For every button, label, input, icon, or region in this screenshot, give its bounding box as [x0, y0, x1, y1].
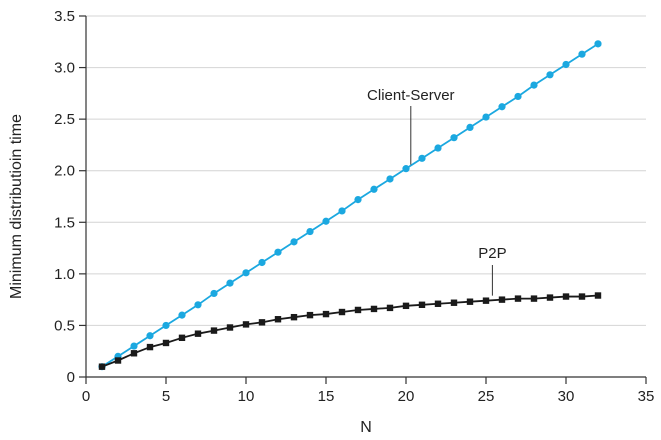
data-point-client-server — [338, 207, 346, 215]
data-point-client-server — [226, 279, 234, 287]
data-point-client-server — [450, 134, 458, 142]
data-point-client-server — [162, 321, 170, 330]
x-tick-label-6: 30 — [558, 388, 575, 405]
data-point-client-server — [482, 113, 490, 121]
x-tick-label-4: 20 — [398, 388, 415, 405]
data-point-client-server — [146, 332, 154, 340]
data-point-client-server — [130, 342, 138, 350]
axes: 0 0.5 1.0 1.5 2.0 2.5 3.0 3.5 0 5 10 15 20 25 30 35 — [54, 8, 654, 405]
data-point-p2p — [514, 295, 522, 302]
data-point-client-server — [370, 185, 378, 193]
data-point-p2p — [242, 321, 250, 328]
y-tick-label-7: 3.5 — [54, 8, 75, 25]
data-point-p2p — [322, 310, 330, 318]
data-point-client-server — [290, 238, 298, 246]
data-point-p2p — [482, 297, 490, 304]
data-point-p2p — [290, 313, 298, 321]
data-point-client-server — [354, 195, 362, 204]
series-client-server — [98, 40, 602, 371]
data-point-p2p — [306, 311, 314, 319]
series-lines — [98, 40, 602, 371]
x-tick-label-2: 10 — [238, 388, 255, 405]
data-point-client-server — [578, 50, 586, 58]
data-point-p2p — [402, 302, 410, 310]
x-tick-label-3: 15 — [318, 388, 335, 405]
grid-lines — [86, 15, 646, 326]
data-point-client-server — [210, 289, 218, 298]
data-point-p2p — [226, 324, 234, 331]
y-tick-label-2: 1.0 — [54, 266, 75, 283]
data-point-p2p — [130, 350, 138, 357]
data-point-client-server — [466, 123, 474, 131]
data-point-p2p — [546, 294, 554, 301]
data-point-client-server — [242, 269, 250, 277]
data-point-client-server — [514, 92, 522, 101]
data-point-p2p — [274, 316, 282, 323]
data-point-client-server — [178, 311, 186, 319]
data-point-p2p — [210, 327, 218, 334]
data-point-client-server — [402, 165, 410, 173]
series-line-client-server — [101, 43, 599, 368]
data-point-client-server — [322, 217, 330, 225]
data-point-p2p — [530, 295, 538, 302]
data-point-p2p — [338, 308, 346, 316]
data-point-p2p — [386, 304, 394, 312]
data-point-p2p — [178, 334, 186, 342]
data-point-client-server — [306, 227, 314, 236]
data-point-p2p — [162, 339, 170, 347]
data-point-p2p — [194, 330, 202, 337]
data-point-client-server — [418, 154, 426, 162]
data-point-p2p — [418, 301, 426, 308]
series-line-p2p — [101, 294, 599, 368]
data-point-client-server — [274, 248, 282, 256]
x-tick-label-1: 5 — [162, 388, 170, 405]
data-point-client-server — [594, 40, 602, 48]
y-tick-label-4: 2.0 — [54, 163, 75, 180]
data-point-p2p — [594, 292, 602, 299]
data-point-client-server — [386, 175, 394, 183]
y-tick-label-6: 3.0 — [54, 60, 75, 77]
x-tick-label-5: 25 — [478, 388, 495, 405]
data-point-p2p — [146, 343, 154, 351]
data-point-client-server — [258, 258, 266, 267]
series-p2p — [98, 292, 602, 370]
data-point-p2p — [562, 293, 570, 300]
data-point-client-server — [434, 144, 442, 152]
data-point-client-server — [546, 71, 554, 79]
data-point-p2p — [498, 296, 506, 303]
annotation-label-0: Client-Server — [367, 87, 455, 104]
data-point-p2p — [450, 299, 458, 306]
data-point-p2p — [114, 357, 122, 364]
data-point-p2p — [370, 305, 378, 313]
data-point-p2p — [354, 306, 362, 314]
data-point-p2p — [466, 298, 474, 305]
data-point-client-server — [530, 81, 538, 89]
annotation-label-1: P2P — [478, 245, 506, 262]
data-point-client-server — [498, 103, 506, 111]
data-point-p2p — [258, 319, 266, 326]
y-tick-label-1: 0.5 — [54, 317, 75, 334]
data-point-client-server — [562, 60, 570, 69]
x-axis-title: N — [360, 419, 372, 436]
y-axis-title: Minimum distributioin time — [8, 114, 25, 299]
y-tick-label-0: 0 — [67, 369, 75, 386]
x-tick-label-7: 35 — [638, 388, 655, 405]
data-point-client-server — [194, 301, 202, 309]
data-point-p2p — [578, 293, 586, 300]
y-tick-label-5: 2.5 — [54, 111, 75, 128]
data-point-p2p — [434, 300, 442, 307]
data-point-p2p — [98, 363, 106, 370]
y-tick-label-3: 1.5 — [54, 214, 75, 231]
x-tick-label-0: 0 — [82, 388, 90, 405]
